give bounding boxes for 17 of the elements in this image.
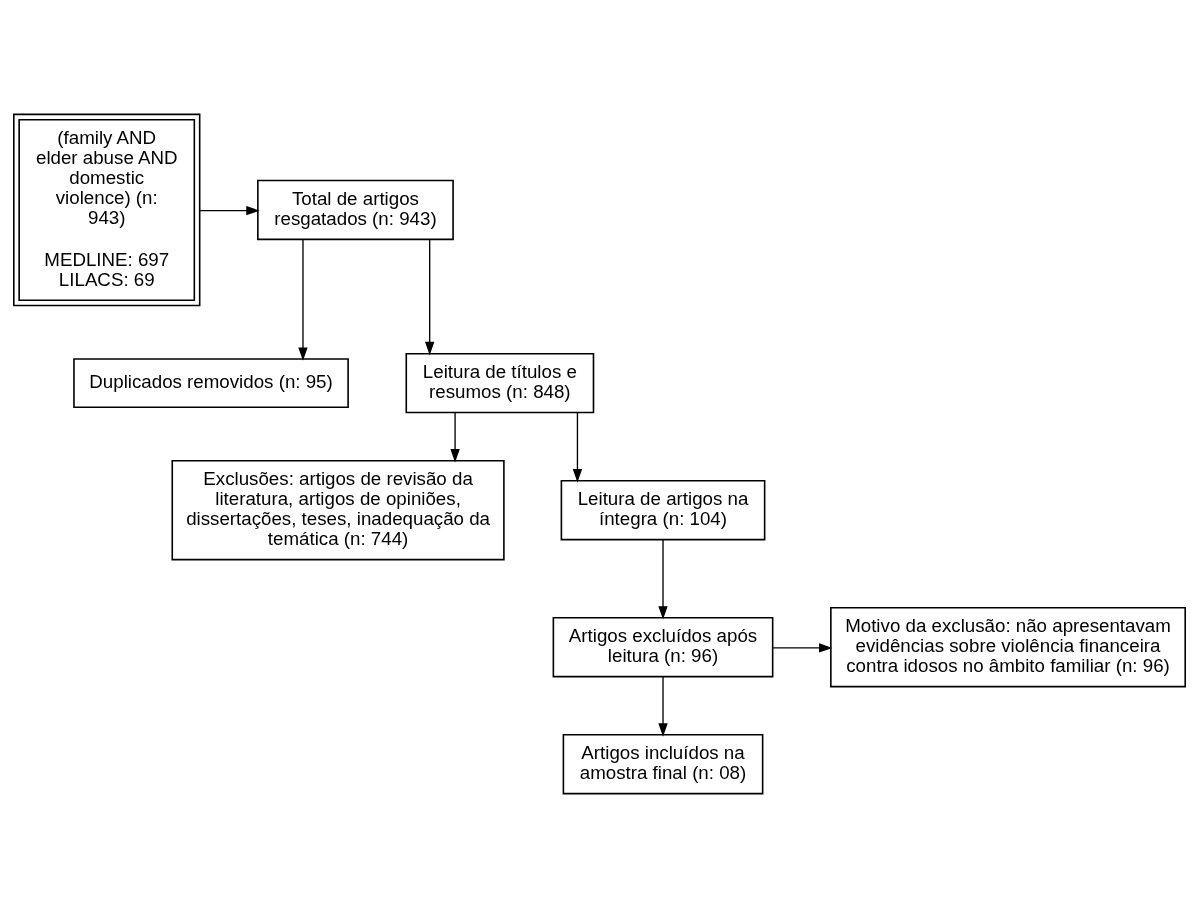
arrow [298, 239, 308, 361]
node-box: (family AND elder abuse AND domestic violence) (n: 943) MEDLINE: 697 LILACS: 69 [13, 113, 201, 307]
node-box: Artigos excluídos após leitura (n: 96) [552, 617, 774, 678]
arrow [199, 205, 260, 216]
arrow [572, 411, 583, 483]
node-box: Duplicados removidos (n: 95) [73, 358, 349, 408]
node-box: Motivo da exclusão: não apresentavam evidências sobre violência financeira contra idosos no âmbito familiar (n: 96) [830, 607, 1186, 688]
node-box: Exclusões: artigos de revisão da literatura, artigos de opiniões, dissertações, teses, inadequação da temática (n: 744) [171, 459, 505, 561]
arrow [772, 643, 833, 653]
node-box: Total de artigos resgatados (n: 943) [257, 179, 454, 241]
node-box: Artigos incluídos na amostra final (n: 08) [562, 734, 764, 795]
node-box: Leitura de títulos e resumos (n: 848) [405, 352, 595, 414]
arrow [425, 239, 435, 356]
arrow [450, 411, 460, 463]
node-box: Leitura de artigos na íntegra (n: 104) [560, 479, 766, 541]
arrow [658, 676, 668, 737]
arrow [658, 539, 668, 620]
